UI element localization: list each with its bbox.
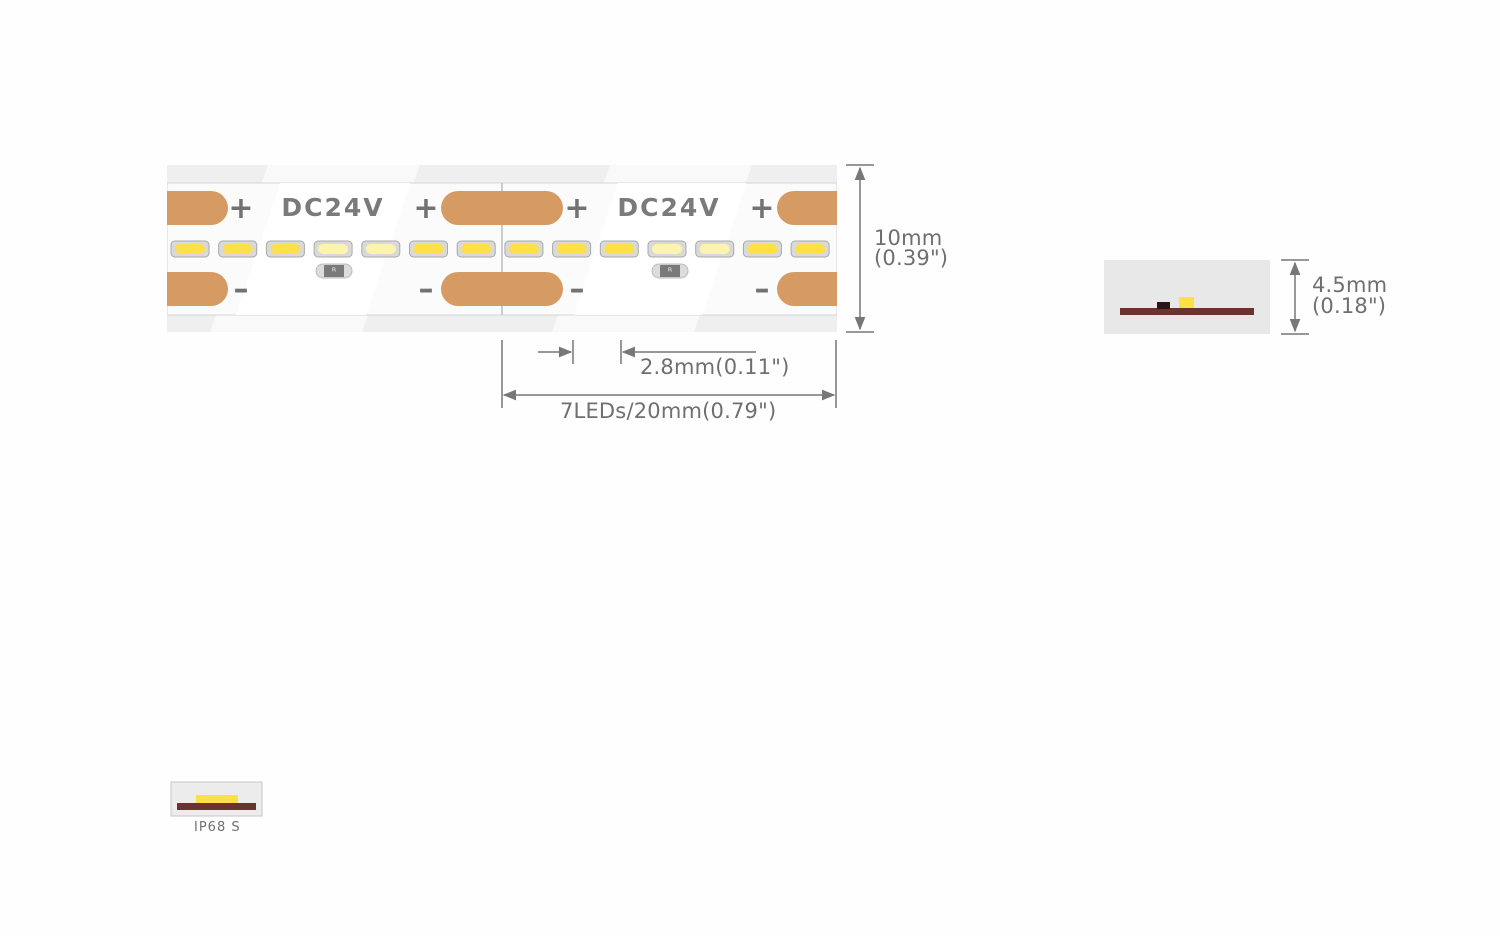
led-chip [552,240,592,258]
badge-pcb [177,803,256,810]
ip-rating-badge [170,781,263,817]
side-profile [1104,260,1270,334]
plus-sign: + [749,191,774,226]
led-chip [742,240,782,258]
segment-dimension [501,340,837,408]
led-chip [599,240,639,258]
minus-sign: – [419,272,434,307]
badge-led [196,795,238,803]
profile-resistor [1157,302,1170,309]
led-chip [218,240,258,258]
led-chip [504,240,544,258]
resistor: ᴿ [315,263,353,279]
minus-sign: – [234,272,249,307]
led-chip [456,240,496,258]
led-pitch-label: 2.8mm(0.11") [640,355,790,379]
height-mm-label: 4.5mm [1312,273,1388,297]
led-chip [313,240,353,258]
height-in-label: (0.18") [1312,294,1387,318]
resistor: ᴿ [651,263,689,279]
led-chip [647,240,687,258]
led-chip [361,240,401,258]
width-in-label: (0.39") [874,246,949,270]
led-chip [790,240,830,258]
width-dimension [846,164,874,333]
strip-top-view: + + + + – – – – DC24V DC24V ᴿ ᴿ [120,160,867,340]
profile-pcb [1120,308,1254,315]
plus-sign: + [413,191,438,226]
pad-minus [441,272,563,306]
pitch-dimension [538,340,756,364]
minus-sign: – [755,272,770,307]
plus-sign: + [228,191,253,226]
pad-plus [150,191,228,225]
pad-plus [441,191,563,225]
segment-length-label: 7LEDs/20mm(0.79") [560,399,777,423]
led-row [170,240,830,258]
plus-sign: + [564,191,589,226]
svg-text:ᴿ: ᴿ [332,267,337,278]
svg-text:ᴿ: ᴿ [668,267,673,278]
profile-led [1179,297,1194,308]
led-chip [695,240,735,258]
led-chip [409,240,448,258]
pad-minus [150,272,228,306]
voltage-label: DC24V [617,193,720,222]
voltage-label: DC24V [281,193,384,222]
ip-rating-label: IP68 S [194,820,241,835]
led-chip [170,240,210,258]
minus-sign: – [570,272,585,307]
height-dimension [1281,259,1309,335]
width-mm-label: 10mm [874,226,943,250]
led-chip [265,240,305,258]
